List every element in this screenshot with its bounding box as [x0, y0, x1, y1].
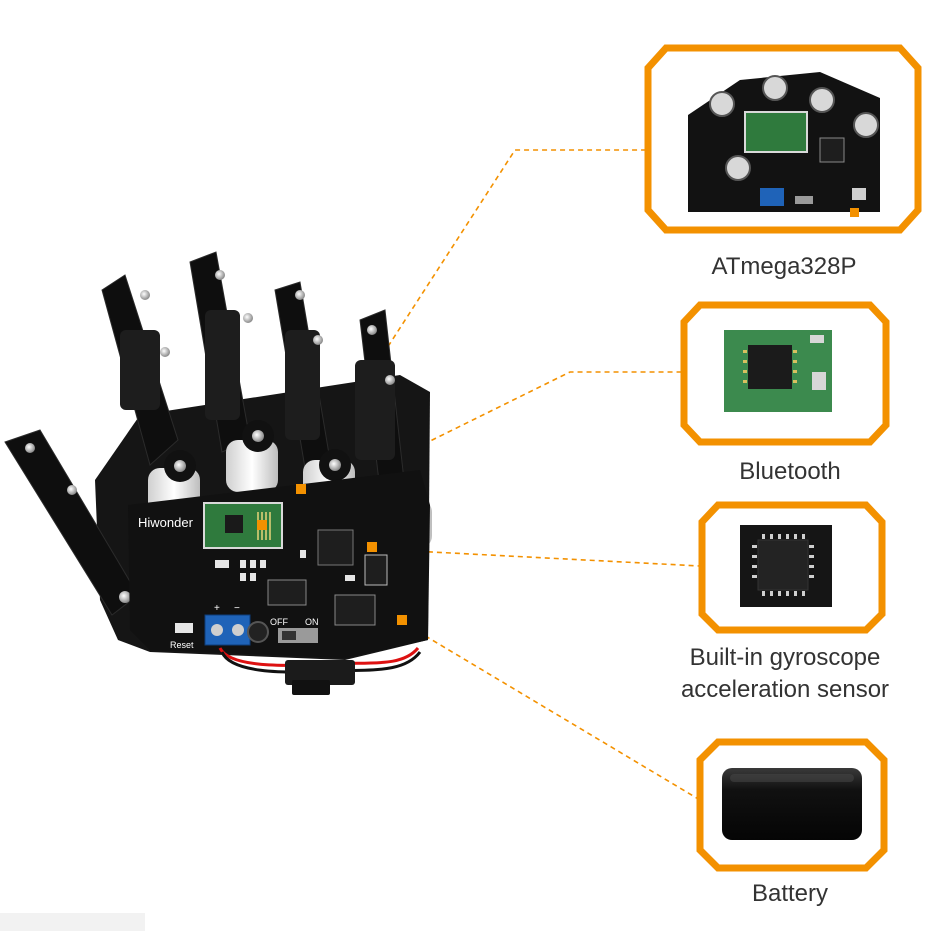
board-minus-silk: −	[234, 603, 240, 614]
corner-overlay	[0, 913, 145, 931]
callout-atmega328p-image	[644, 44, 922, 234]
robotic-glove-image: Hiwonder + − OFF ON Reset	[4, 251, 432, 695]
board-plus-silk: +	[214, 603, 220, 614]
board-on-silk: ON	[305, 617, 319, 627]
callout-gyroscope-label-line1: Built-in gyroscope	[689, 644, 881, 671]
board-off-silk: OFF	[270, 617, 288, 627]
callout-bluetooth-image	[680, 301, 890, 446]
callout-battery-label: Battery	[751, 880, 829, 907]
board-brand-text: Hiwonder	[138, 515, 194, 530]
callout-bluetooth-label: Bluetooth	[739, 458, 841, 485]
board-reset-silk: Reset	[170, 640, 194, 650]
callout-atmega328p-label: ATmega328P	[711, 253, 857, 280]
highlight-markers	[257, 484, 407, 625]
callout-battery-image	[696, 738, 888, 872]
callout-gyroscope-image	[698, 501, 886, 634]
leader-bluetooth	[261, 371, 682, 525]
callout-gyroscope-label-line2: acceleration sensor	[680, 676, 890, 703]
leader-battery	[401, 621, 701, 801]
